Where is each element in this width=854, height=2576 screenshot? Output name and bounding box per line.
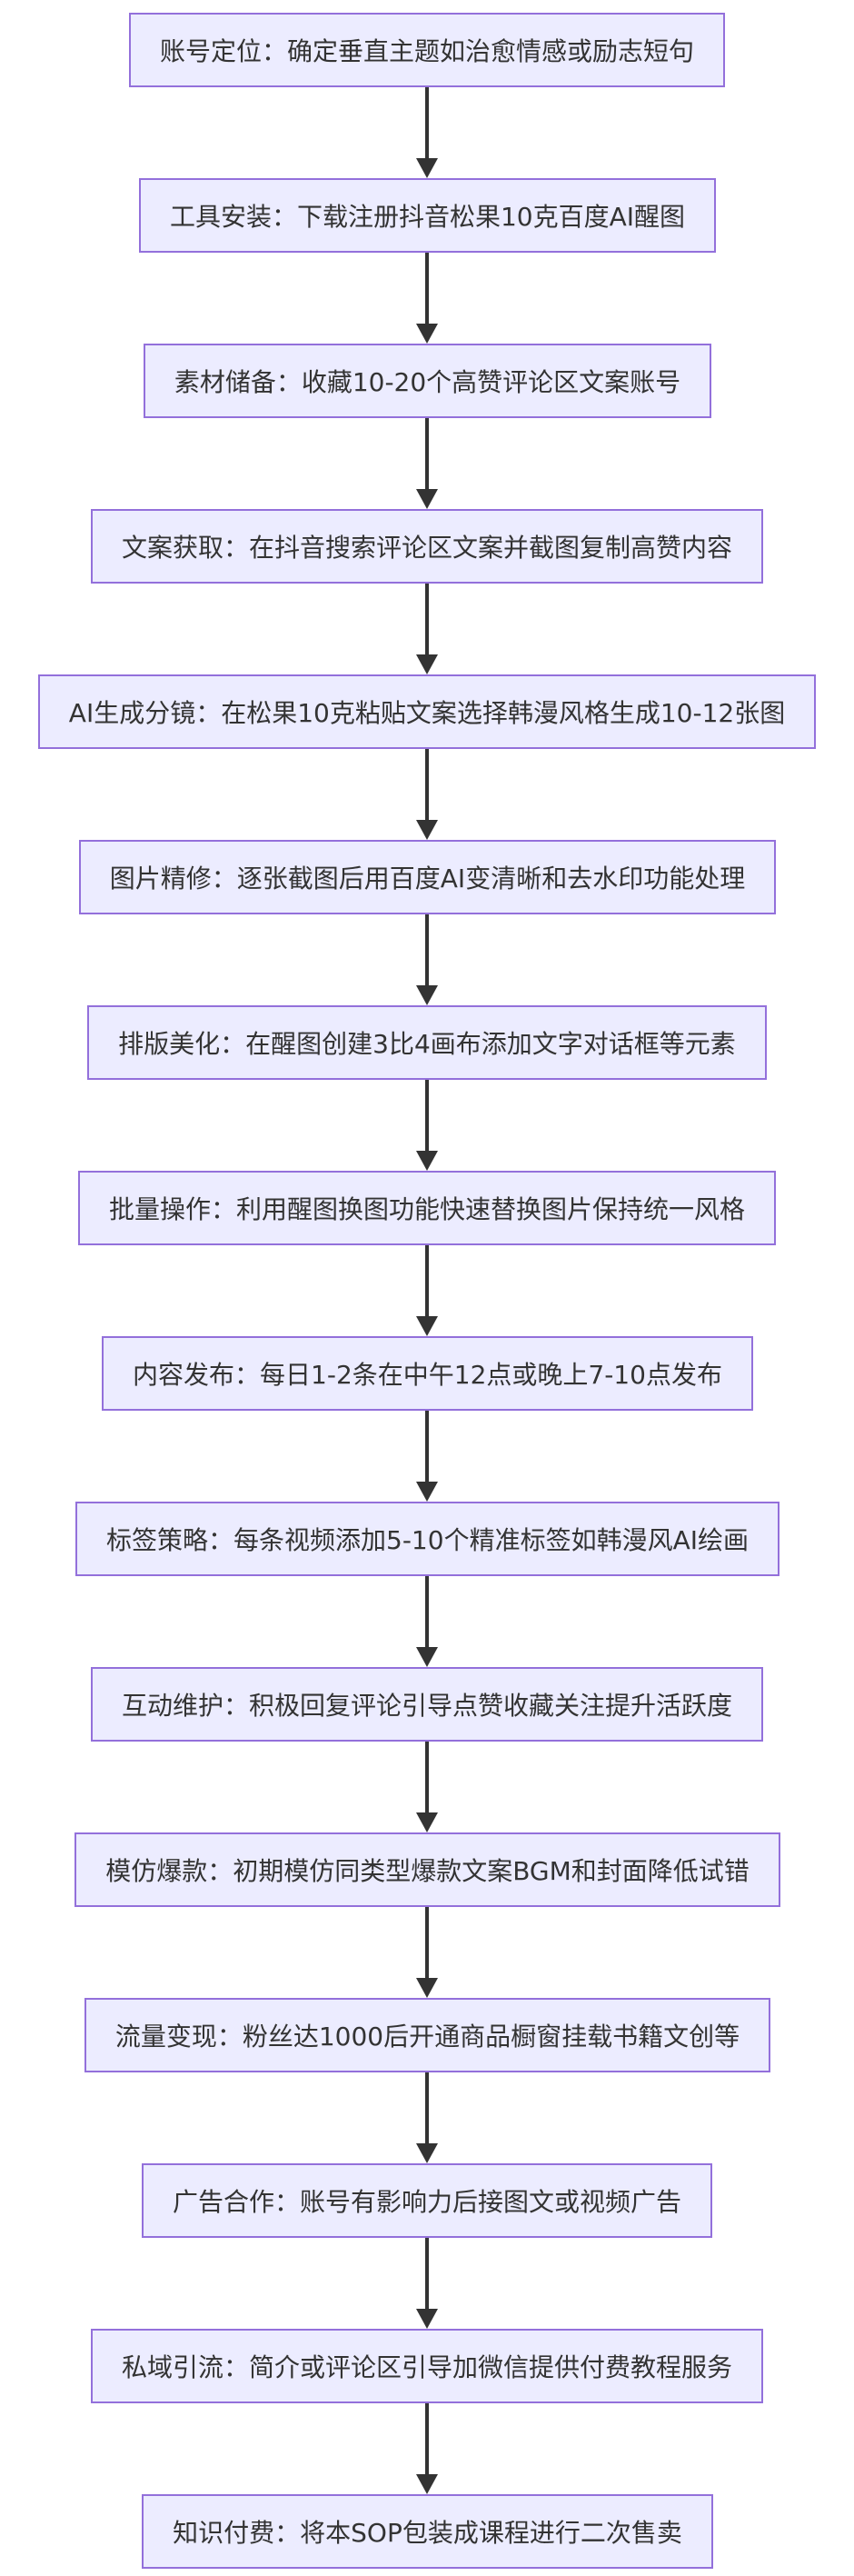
flow-step-9: 内容发布：每日1-2条在中午12点或晚上7-10点发布: [102, 1336, 753, 1411]
arrow-down-icon: [416, 985, 438, 1005]
arrow-down-icon: [416, 1482, 438, 1502]
arrow-down-icon: [416, 1316, 438, 1336]
arrow-down-icon: [416, 654, 438, 674]
flow-connector-5: [425, 749, 429, 820]
flow-step-2: 工具安装：下载注册抖音松果10克百度AI醒图: [139, 178, 716, 253]
flow-step-12: 模仿爆款：初期模仿同类型爆款文案BGM和封面降低试错: [74, 1832, 780, 1907]
flow-connector-4: [425, 584, 429, 654]
flow-step-6: 图片精修：逐张截图后用百度AI变清晰和去水印功能处理: [79, 840, 776, 914]
flow-step-11: 互动维护：积极回复评论引导点赞收藏关注提升活跃度: [91, 1667, 763, 1742]
arrow-down-icon: [416, 1812, 438, 1832]
arrow-down-icon: [416, 1647, 438, 1667]
arrow-down-icon: [416, 2143, 438, 2163]
flow-step-14: 广告合作：账号有影响力后接图文或视频广告: [142, 2163, 712, 2238]
flow-connector-10: [425, 1576, 429, 1647]
flow-step-15: 私域引流：简介或评论区引导加微信提供付费教程服务: [91, 2329, 763, 2403]
flow-step-4: 文案获取：在抖音搜索评论区文案并截图复制高赞内容: [91, 509, 763, 584]
flow-step-3: 素材储备：收藏10-20个高赞评论区文案账号: [144, 344, 711, 418]
arrow-down-icon: [416, 489, 438, 509]
arrow-down-icon: [416, 820, 438, 840]
flow-connector-1: [425, 87, 429, 158]
arrow-down-icon: [416, 2474, 438, 2494]
flow-connector-7: [425, 1080, 429, 1151]
flow-connector-13: [425, 2072, 429, 2143]
flow-connector-9: [425, 1411, 429, 1482]
flow-connector-14: [425, 2238, 429, 2309]
arrow-down-icon: [416, 158, 438, 178]
flow-connector-15: [425, 2403, 429, 2474]
flow-connector-12: [425, 1907, 429, 1978]
flow-connector-8: [425, 1245, 429, 1316]
flow-connector-11: [425, 1742, 429, 1812]
flow-step-5: AI生成分镜：在松果10克粘贴文案选择韩漫风格生成10-12张图: [38, 674, 816, 749]
flow-step-7: 排版美化：在醒图创建3比4画布添加文字对话框等元素: [87, 1005, 767, 1080]
flow-step-10: 标签策略：每条视频添加5-10个精准标签如韩漫风AI绘画: [75, 1502, 780, 1576]
flow-connector-2: [425, 253, 429, 324]
flow-step-16: 知识付费：将本SOP包装成课程进行二次售卖: [142, 2494, 713, 2569]
arrow-down-icon: [416, 1978, 438, 1998]
flow-step-1: 账号定位：确定垂直主题如治愈情感或励志短句: [129, 13, 725, 87]
arrow-down-icon: [416, 324, 438, 344]
flow-connector-6: [425, 914, 429, 985]
flow-step-13: 流量变现：粉丝达1000后开通商品橱窗挂载书籍文创等: [84, 1998, 770, 2072]
arrow-down-icon: [416, 2309, 438, 2329]
arrow-down-icon: [416, 1151, 438, 1171]
flow-connector-3: [425, 418, 429, 489]
flow-step-8: 批量操作：利用醒图换图功能快速替换图片保持统一风格: [78, 1171, 776, 1245]
